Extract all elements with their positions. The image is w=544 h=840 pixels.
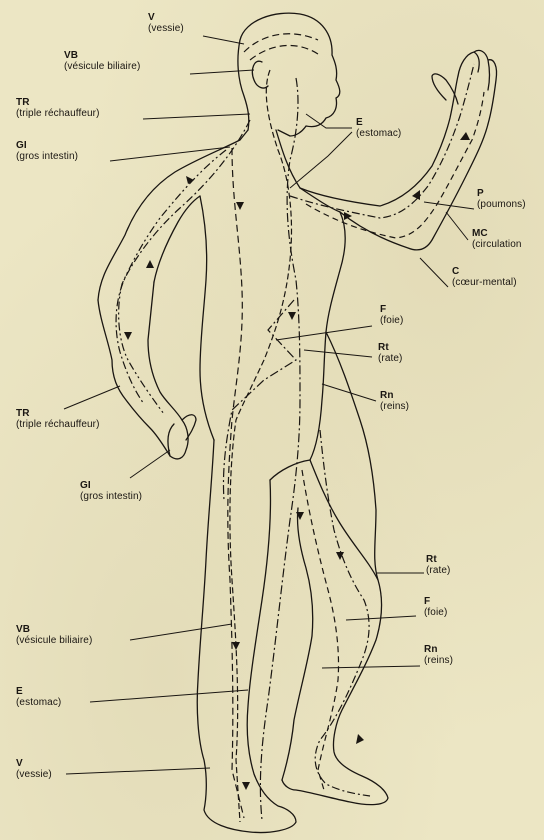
label-code: F xyxy=(424,596,447,607)
label-code: C xyxy=(452,266,517,277)
back-torso xyxy=(200,196,214,440)
label-vessie-low: V (vessie) xyxy=(16,758,52,780)
leader-tr-top xyxy=(143,114,250,119)
leader-v-low xyxy=(66,768,210,774)
label-gros-intestin-top: GI (gros intestin) xyxy=(16,140,78,162)
front-leg-inner xyxy=(282,508,313,780)
back-leg xyxy=(197,440,296,833)
label-code: E xyxy=(16,686,61,697)
label-name: (rate) xyxy=(426,565,451,576)
meridian-trunk-zig xyxy=(223,300,296,500)
leader-f-mid xyxy=(276,326,372,340)
label-code: E xyxy=(356,117,401,128)
leader-c xyxy=(420,258,448,287)
label-code: TR xyxy=(16,97,100,108)
leader-vb-top xyxy=(190,70,254,74)
leader-gi-mid xyxy=(130,450,170,478)
meridian-estomac xyxy=(260,78,300,820)
label-vesicule-low: VB (vésicule biliaire) xyxy=(16,624,92,646)
label-code: V xyxy=(148,12,184,23)
label-estomac-top: E (estomac) xyxy=(356,117,401,139)
label-coeur-mental: C (cœur-mental) xyxy=(452,266,517,288)
label-name: (vésicule biliaire) xyxy=(16,635,92,646)
thigh-back xyxy=(326,332,378,580)
label-name: (estomac) xyxy=(356,128,401,139)
label-name: (vessie) xyxy=(16,769,52,780)
label-code: V xyxy=(16,758,52,769)
meridian-arm-front xyxy=(290,64,474,218)
label-name: (estomac) xyxy=(16,697,61,708)
label-name: (vésicule biliaire) xyxy=(64,61,140,72)
label-name: (circulation xyxy=(472,239,522,250)
back-arm xyxy=(98,282,188,459)
leader-mc xyxy=(446,212,468,240)
label-vesicule-top: VB (vésicule biliaire) xyxy=(64,50,140,72)
label-name: (triple réchauffeur) xyxy=(16,419,100,430)
meridian-vessie xyxy=(228,34,318,818)
leader-e-low xyxy=(90,690,248,702)
label-code: Rt xyxy=(426,554,451,565)
ear-outline xyxy=(252,61,268,88)
label-name: (gros intestin) xyxy=(16,151,78,162)
label-rate-low: Rt (rate) xyxy=(426,554,451,576)
leader-vb-low xyxy=(130,624,232,640)
label-name: (reins) xyxy=(424,655,453,666)
label-name: (cœur-mental) xyxy=(452,277,517,288)
meridian-gi-back xyxy=(119,150,226,414)
label-code: F xyxy=(380,304,403,315)
label-name: (rate) xyxy=(378,353,403,364)
meridian-tr-back xyxy=(116,120,250,404)
label-circulation: MC (circulation xyxy=(472,228,522,250)
label-name: (vessie) xyxy=(148,23,184,34)
label-code: P xyxy=(477,188,526,199)
label-foie-mid: F (foie) xyxy=(380,304,403,326)
leader-rt-mid xyxy=(304,350,372,357)
label-reins-low: Rn (reins) xyxy=(424,644,453,666)
back-of-head xyxy=(238,40,249,130)
label-code: VB xyxy=(16,624,92,635)
raised-hand xyxy=(432,50,497,124)
label-reins-mid: Rn (reins) xyxy=(380,390,409,412)
label-code: MC xyxy=(472,228,522,239)
crotch-line xyxy=(270,460,310,480)
label-gros-intestin-mid: GI (gros intestin) xyxy=(80,480,142,502)
label-code: GI xyxy=(16,140,78,151)
label-name: (reins) xyxy=(380,401,409,412)
leader-e-top-2 xyxy=(290,132,352,188)
label-code: TR xyxy=(16,408,100,419)
leader-v-top xyxy=(203,36,244,44)
label-code: Rt xyxy=(378,342,403,353)
head-outline xyxy=(240,13,340,136)
leader-gi-top xyxy=(110,147,230,161)
label-foie-low: F (foie) xyxy=(424,596,447,618)
front-arm xyxy=(300,76,458,206)
label-estomac-low: E (estomac) xyxy=(16,686,61,708)
meridian-vb xyxy=(230,70,292,822)
label-name: (foie) xyxy=(380,315,403,326)
label-name: (foie) xyxy=(424,607,447,618)
label-code: VB xyxy=(64,50,140,61)
label-code: Rn xyxy=(380,390,409,401)
label-name: (triple réchauffeur) xyxy=(16,108,100,119)
leader-rn-low xyxy=(322,666,420,668)
label-code: Rn xyxy=(424,644,453,655)
label-poumons: P (poumons) xyxy=(477,188,526,210)
leader-tr-mid xyxy=(64,386,120,409)
label-name: (poumons) xyxy=(477,199,526,210)
label-triple-mid: TR (triple réchauffeur) xyxy=(16,408,100,430)
label-name: (gros intestin) xyxy=(80,491,142,502)
label-code: GI xyxy=(80,480,142,491)
back-arm-inner xyxy=(154,196,200,282)
label-triple-top: TR (triple réchauffeur) xyxy=(16,97,100,119)
label-rate-mid: Rt (rate) xyxy=(378,342,403,364)
label-vessie-top: V (vessie) xyxy=(148,12,184,34)
